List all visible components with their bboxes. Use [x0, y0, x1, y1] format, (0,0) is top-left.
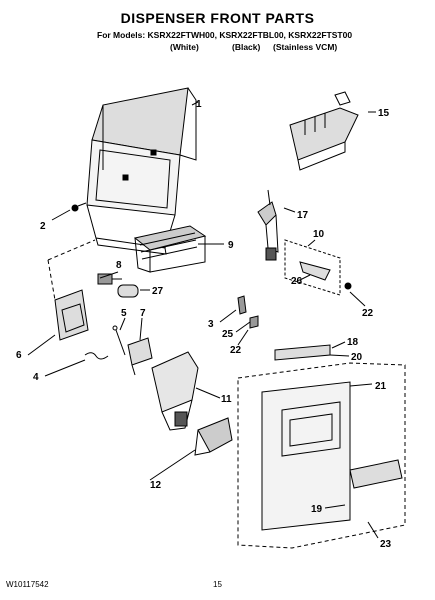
part-12-funnel [194, 417, 233, 456]
part-label-27: 27 [152, 286, 164, 297]
part-27-cylinder [117, 284, 139, 298]
page-title: DISPENSER FRONT PARTS [120, 10, 315, 26]
part-label-2: 2 [40, 221, 46, 232]
part-label-10: 10 [313, 229, 325, 240]
document-number: W10117542 [6, 580, 49, 589]
part-label-26: 26 [291, 276, 303, 287]
part-8-switch [97, 273, 122, 285]
part-18-strip [274, 344, 331, 361]
part-label-11: 11 [221, 394, 232, 405]
page-number: 15 [213, 580, 222, 589]
part-label-9: 9 [228, 240, 234, 251]
part-label-22-lower: 22 [230, 345, 242, 356]
part-label-18: 18 [347, 337, 359, 348]
part-label-3: 3 [208, 319, 214, 330]
part-label-6: 6 [16, 350, 22, 361]
part-10-actuator [284, 239, 352, 296]
part-17-lever [257, 189, 279, 261]
part-label-22-upper: 22 [362, 308, 374, 319]
part-label-15: 15 [378, 108, 390, 119]
part-25-clip [249, 315, 259, 329]
part-label-8: 8 [116, 260, 122, 271]
part-21-front-panel [237, 362, 406, 549]
part-4-spring [84, 352, 109, 360]
part-11-bracket [151, 351, 199, 431]
part-label-5: 5 [121, 308, 127, 319]
model-list: For Models: KSRX22FTWH00, KSRX22FTBL00, … [97, 30, 353, 40]
part-6-panel [47, 239, 96, 341]
part-label-20: 20 [351, 352, 363, 363]
part-15-bracket [289, 91, 359, 171]
part-5-pin [112, 325, 126, 356]
part-label-25: 25 [222, 329, 234, 340]
part-label-4: 4 [33, 372, 39, 383]
part-label-7: 7 [140, 308, 146, 319]
part-1-housing [86, 87, 197, 255]
part-label-21: 21 [375, 381, 387, 392]
part-label-23: 23 [380, 539, 392, 550]
part-19-display [349, 459, 403, 489]
variant-white: (White) [170, 42, 199, 52]
part-3-clip [237, 295, 247, 315]
part-7-actuator [127, 337, 153, 376]
part-9-drip-tray [133, 225, 207, 273]
part-label-19: 19 [311, 504, 323, 515]
part-label-17: 17 [297, 210, 309, 221]
part-label-1: 1 [196, 99, 202, 110]
variant-stainless: (Stainless VCM) [273, 42, 338, 52]
variant-black: (Black) [232, 42, 261, 52]
part-label-12: 12 [150, 480, 162, 491]
part-2-screw [71, 202, 87, 212]
